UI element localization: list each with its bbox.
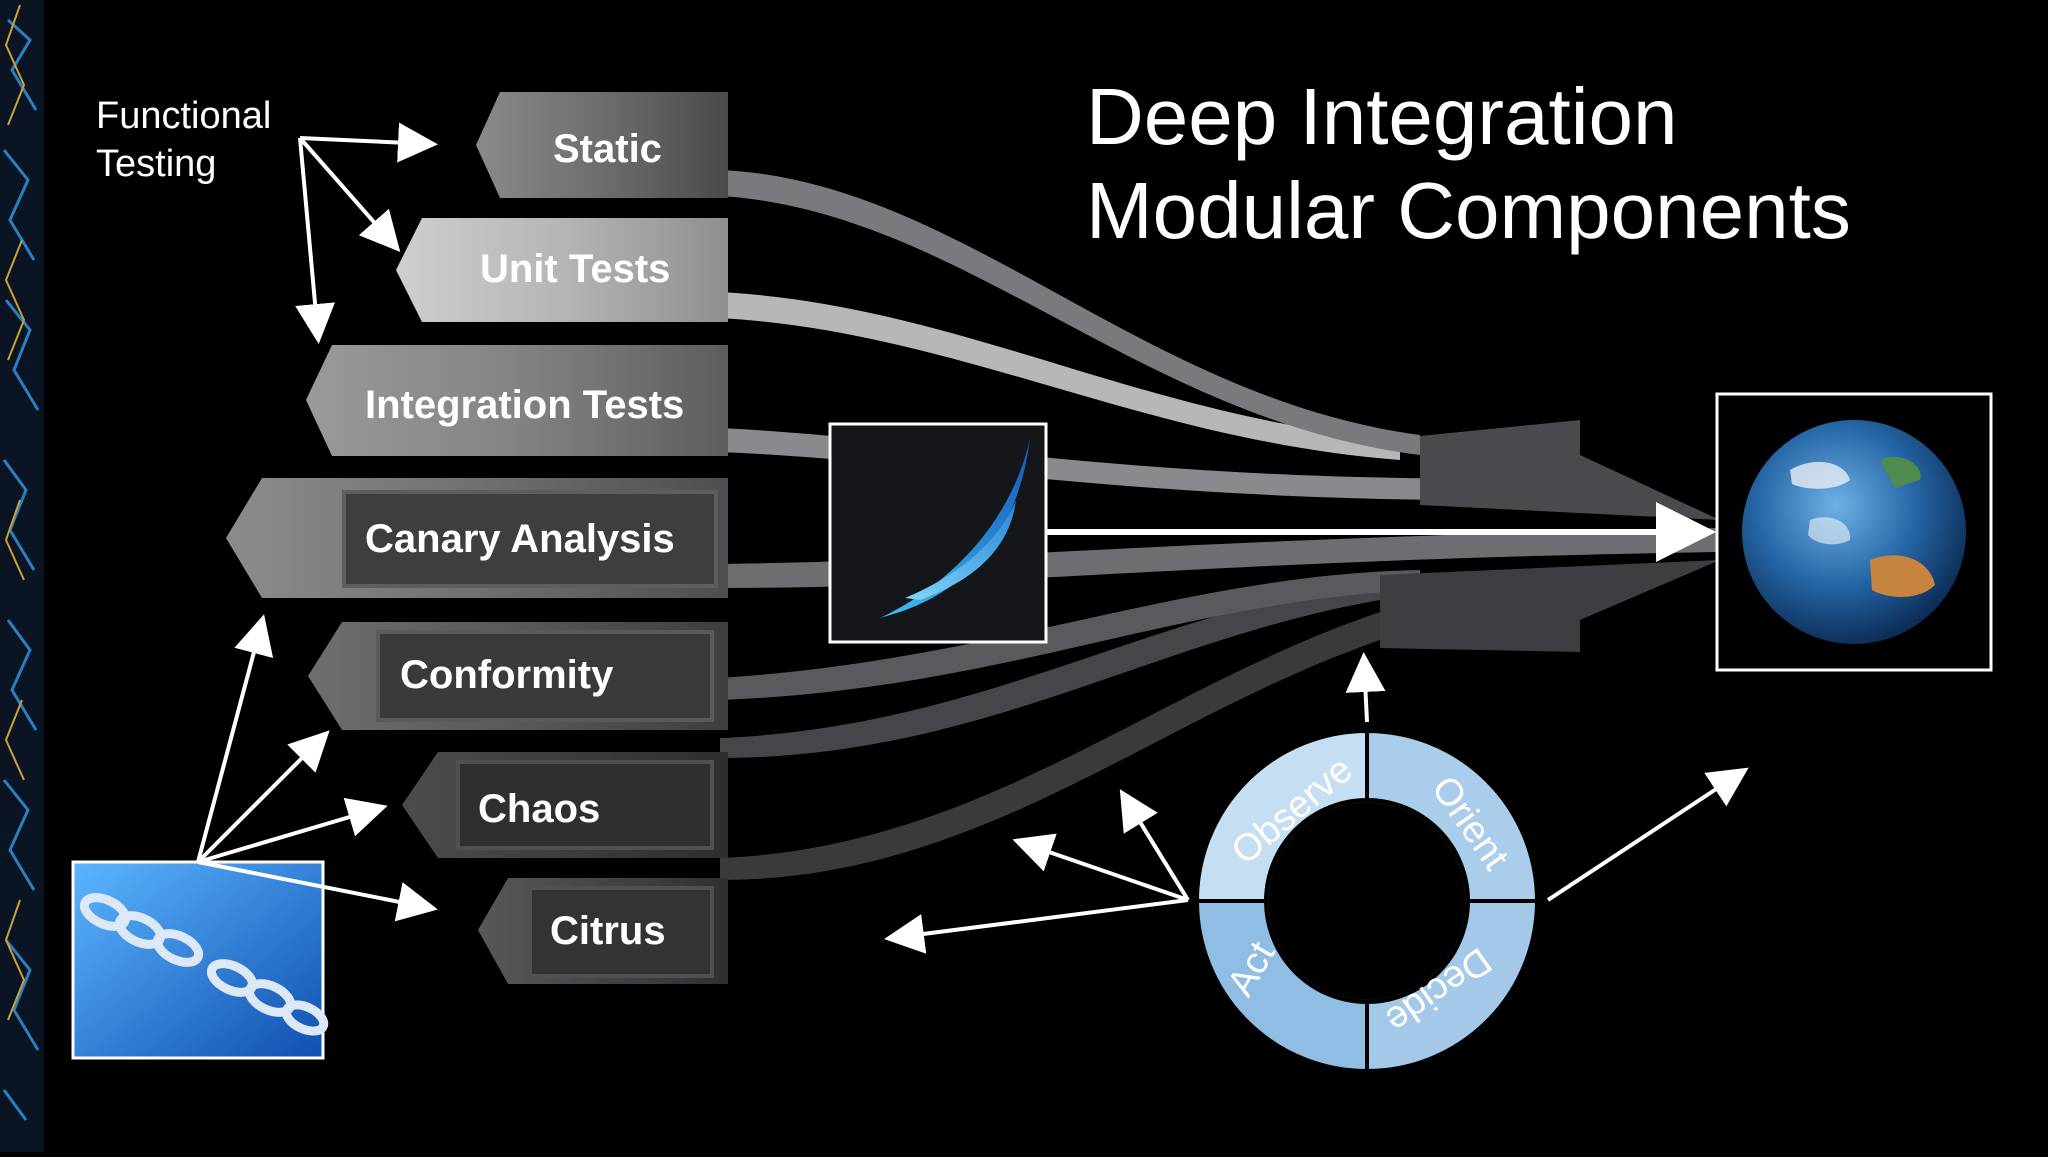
slide-title: Deep Integration Modular Components	[1086, 70, 1851, 258]
arrow-ooda-left-2	[1012, 833, 1189, 902]
chevron-integration-tests	[306, 345, 728, 456]
stage-label-canary-analysis: Canary Analysis	[365, 517, 675, 561]
label-box-canary	[342, 490, 718, 588]
arrow-ft-to-static	[299, 122, 438, 163]
stage-label-conformity: Conformity	[400, 653, 614, 697]
slide-title-line1: Deep Integration	[1086, 72, 1678, 161]
ooda-cycle: Observe Orient Decide Act	[1194, 728, 1540, 1074]
arrow-ooda-right	[1546, 767, 1749, 902]
stage-label-integration-tests: Integration Tests	[365, 383, 684, 427]
stream-conformity	[720, 570, 1420, 700]
arrow-ooda-left-3	[884, 898, 1189, 954]
functional-testing-line2: Testing	[96, 143, 217, 185]
ooda-segment-observe	[1194, 728, 1369, 903]
label-box-conformity	[376, 630, 714, 722]
arrow-chain-to-citrus	[197, 860, 438, 922]
stage-label-chaos: Chaos	[478, 787, 600, 831]
functional-testing-line1: Functional	[96, 95, 272, 137]
functional-testing-label: Functional Testing	[96, 92, 271, 188]
stage-label-static: Static	[553, 127, 662, 171]
arrow-chain-to-canary	[196, 614, 274, 863]
funnel-arrowhead-upper	[1420, 420, 1720, 520]
stage-label-citrus: Citrus	[550, 909, 666, 953]
circuit-strip-decoration	[0, 0, 44, 1152]
arrow-chain-to-conformity	[196, 730, 330, 864]
arrow-chain-to-chaos	[197, 797, 388, 864]
stream-chaos	[720, 580, 1380, 758]
stream-static	[720, 170, 1420, 455]
stage-labels: Static Unit Tests Integration Tests Cana…	[365, 127, 684, 953]
stage-label-unit-tests: Unit Tests	[480, 247, 670, 291]
ooda-segment-act	[1194, 899, 1369, 1074]
broken-chain-icon	[71, 860, 329, 1060]
arrow-ooda-left-1	[1119, 789, 1190, 902]
label-box-citrus	[528, 886, 714, 978]
arrow-ft-to-unit	[298, 136, 401, 253]
pointer-arrows	[196, 122, 1749, 954]
funnel-arrowhead-lower	[1380, 560, 1720, 652]
slide-title-line2: Modular Components	[1086, 166, 1851, 255]
chevron-unit-tests	[396, 218, 728, 322]
chevron-static	[476, 92, 728, 198]
arrow-ft-to-integration	[295, 137, 336, 344]
label-box-chaos	[456, 760, 714, 850]
earth-globe-icon	[1715, 392, 1993, 672]
stream-unit	[720, 292, 1400, 460]
sail-logo-icon	[828, 422, 1048, 644]
stream-citrus	[720, 612, 1380, 880]
stage-chevrons	[226, 92, 728, 984]
ooda-segment-orient	[1365, 728, 1540, 903]
arrow-ooda-up	[1345, 652, 1386, 723]
ooda-segment-decide	[1365, 899, 1540, 1074]
